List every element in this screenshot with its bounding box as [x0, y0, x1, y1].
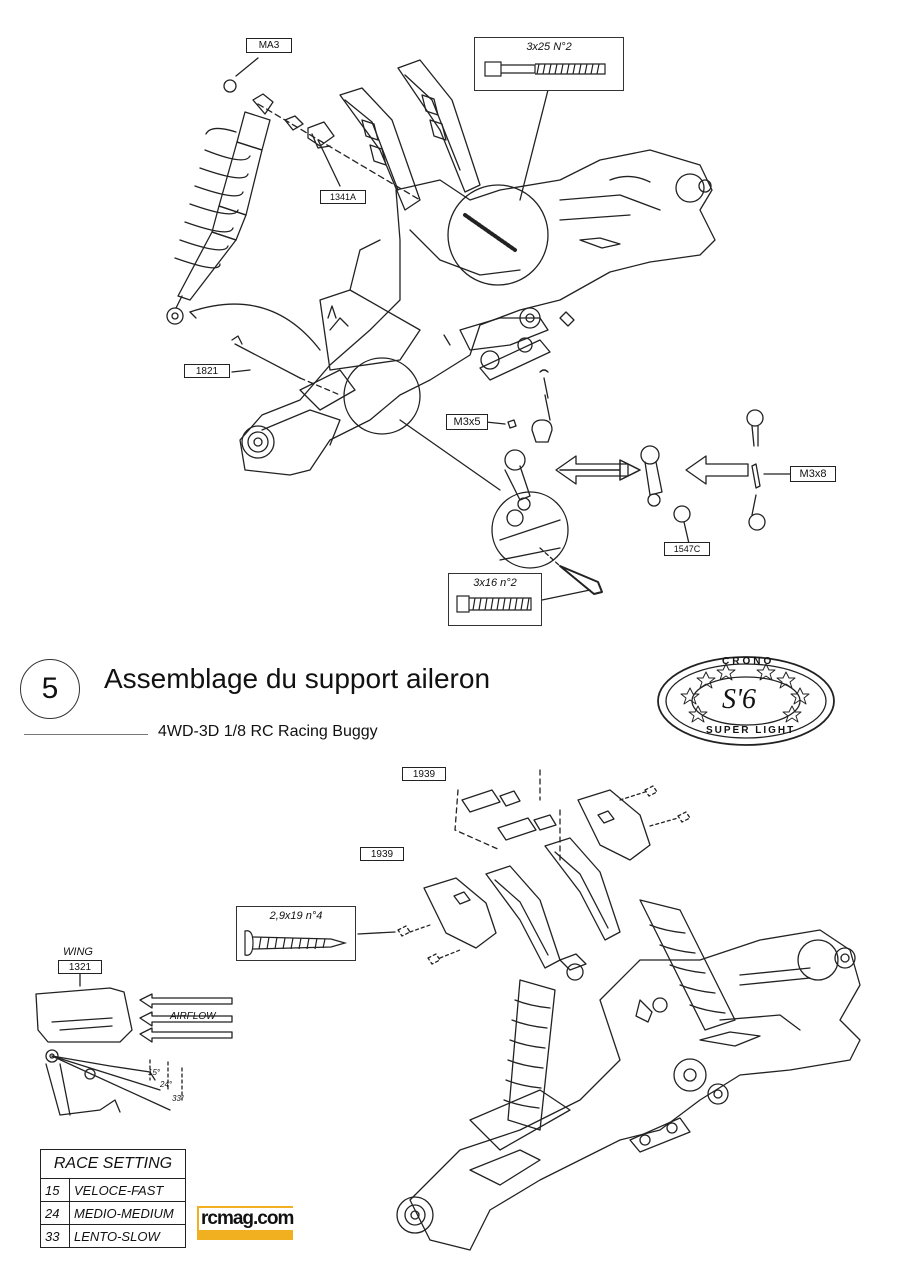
- part-label-m3x8: M3x8: [790, 466, 836, 482]
- part-label-ma3: MA3: [246, 38, 292, 53]
- self-tapping-screw-icon: [244, 930, 348, 956]
- rod-end-parts-drawing: [491, 409, 766, 569]
- screw-spec-3x25-text: 3x25 N°2: [526, 41, 572, 53]
- shock-left-drawing: [507, 979, 556, 1131]
- bushing-drawing: [307, 121, 335, 149]
- spacer-1-drawing: [461, 789, 521, 813]
- detail-magnifier-1: [447, 184, 549, 286]
- angle-24: 24°: [160, 1080, 173, 1089]
- part-label-1939-mid: 1939: [360, 847, 404, 861]
- table-row: 24 MEDIO-MEDIUM: [40, 1201, 186, 1225]
- rear-chassis-top-drawing: [166, 57, 791, 601]
- race-setting-title: RACE SETTING: [40, 1149, 186, 1179]
- table-row: 33 LENTO-SLOW: [40, 1224, 186, 1248]
- part-label-m3x5: M3x5: [446, 414, 488, 430]
- shock-right-drawing: [639, 899, 736, 1031]
- setting-label: VELOCE-FAST: [69, 1178, 186, 1202]
- setting-value: 15: [40, 1178, 70, 1202]
- race-setting-table: RACE SETTING 15 VELOCE-FAST 24 MEDIO-MED…: [40, 1149, 186, 1248]
- part-label-1341a: 1341A: [320, 190, 366, 204]
- ball-stud-drawing: [531, 419, 553, 443]
- chassis-body-drawing: [239, 149, 716, 476]
- table-row: 15 VELOCE-FAST: [40, 1178, 186, 1202]
- screw-spec-2-9x19-text: 2,9x19 n°4: [269, 910, 323, 922]
- step-title: Assemblage du support aileron: [104, 663, 491, 694]
- rear-chassis-bottom-drawing: [357, 769, 861, 1251]
- angle-15: 15°: [148, 1068, 161, 1077]
- subtitle-rule: [24, 734, 148, 735]
- crono-logo-drawing: [657, 656, 835, 746]
- screw-spec-3x25: 3x25 N°2: [474, 37, 624, 91]
- angle-33: 33°: [172, 1094, 185, 1103]
- setting-value: 33: [40, 1224, 70, 1248]
- airflow-label: AIRFLOW: [170, 1011, 216, 1022]
- detail-magnifier-2: [343, 357, 421, 435]
- rcmag-watermark-text: rcmag.com: [199, 1208, 296, 1230]
- wing-mount-plates-drawing: [339, 59, 481, 211]
- screw-3x16-drawing: [559, 565, 603, 595]
- part-label-1547c: 1547C: [664, 542, 710, 556]
- setting-label: MEDIO-MEDIUM: [69, 1201, 186, 1225]
- wing-setting-drawing: [35, 965, 233, 1116]
- bracket-2-drawing: [423, 877, 497, 949]
- screw-spec-3x16-text: 3x16 n°2: [473, 577, 517, 589]
- logo-model: S'6: [722, 684, 756, 715]
- washer-drawing: [284, 115, 304, 131]
- setting-value: 24: [40, 1201, 70, 1225]
- screw-3x16-icon: [456, 595, 532, 613]
- setting-label: LENTO-SLOW: [69, 1224, 186, 1248]
- shock-absorber-drawing: [166, 79, 274, 325]
- product-subtitle: 4WD-3D 1/8 RC Racing Buggy: [158, 723, 378, 740]
- pin-drawing: [231, 335, 301, 379]
- spacer-2-drawing: [497, 814, 557, 841]
- screw-spec-2-9x19: 2,9x19 n°4: [236, 906, 356, 961]
- part-label-1939-top: 1939: [402, 767, 446, 781]
- logo-tagline: SUPER LIGHT: [706, 725, 796, 736]
- screw-3x25-icon: [484, 61, 606, 77]
- step-number-badge: 5: [20, 659, 80, 719]
- screw-spec-3x16: 3x16 n°2: [448, 573, 542, 626]
- chassis-body-bottom-drawing: [409, 929, 861, 1251]
- rcmag-watermark: rcmag.com: [197, 1206, 296, 1240]
- wing-title: WING: [63, 946, 93, 958]
- part-label-1321: 1321: [58, 960, 102, 974]
- part-label-1821: 1821: [184, 364, 230, 378]
- logo-brand: CRONO: [722, 656, 775, 667]
- bracket-1-drawing: [577, 789, 651, 861]
